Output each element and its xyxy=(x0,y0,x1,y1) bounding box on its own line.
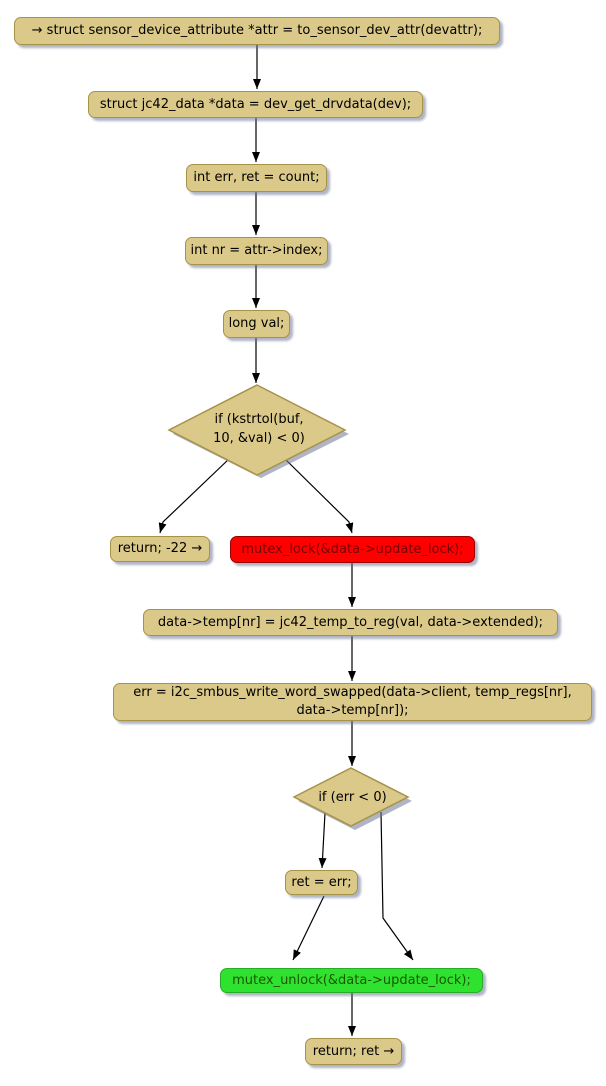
node-decl-err-ret: int err, ret = count; xyxy=(186,164,327,192)
edge-if-lock xyxy=(283,457,354,534)
edge-if-unlock xyxy=(380,811,414,961)
node-ret-err: ret = err; xyxy=(285,870,358,895)
decision-err-check: if (err < 0) xyxy=(289,763,416,833)
decision-err-check-label: if (err < 0) xyxy=(318,789,387,805)
node-get-drvdata: struct jc42_data *data = dev_get_drvdata… xyxy=(88,91,423,118)
edge-if-return xyxy=(158,457,231,534)
node-mutex-lock: mutex_lock(&data->update_lock); xyxy=(230,536,475,563)
decision-kstrtol: if (kstrtol(buf, 10, &val) < 0) xyxy=(165,381,353,479)
edge-reterr-unlock xyxy=(292,895,325,961)
edge-if-reterr xyxy=(318,812,327,869)
diamond-shape xyxy=(167,384,347,476)
node-return-einval: return; -22 → xyxy=(110,536,210,562)
node-mutex-unlock: mutex_unlock(&data->update_lock); xyxy=(220,968,483,993)
node-temp-assign: data->temp[nr] = jc42_temp_to_reg(val, d… xyxy=(143,609,558,636)
node-smbus-write: err = i2c_smbus_write_word_swapped(data-… xyxy=(113,683,592,721)
diamond-shape xyxy=(292,767,410,827)
decision-kstrtol-line1: if (kstrtol(buf, xyxy=(214,412,304,428)
decision-kstrtol-line2: 10, &val) < 0) xyxy=(213,431,305,446)
node-decl-val: long val; xyxy=(223,310,290,338)
node-return-ret: return; ret → xyxy=(305,1038,402,1065)
node-decl-nr: int nr = attr->index; xyxy=(185,237,328,265)
node-start: → struct sensor_device_attribute *attr =… xyxy=(14,17,500,45)
